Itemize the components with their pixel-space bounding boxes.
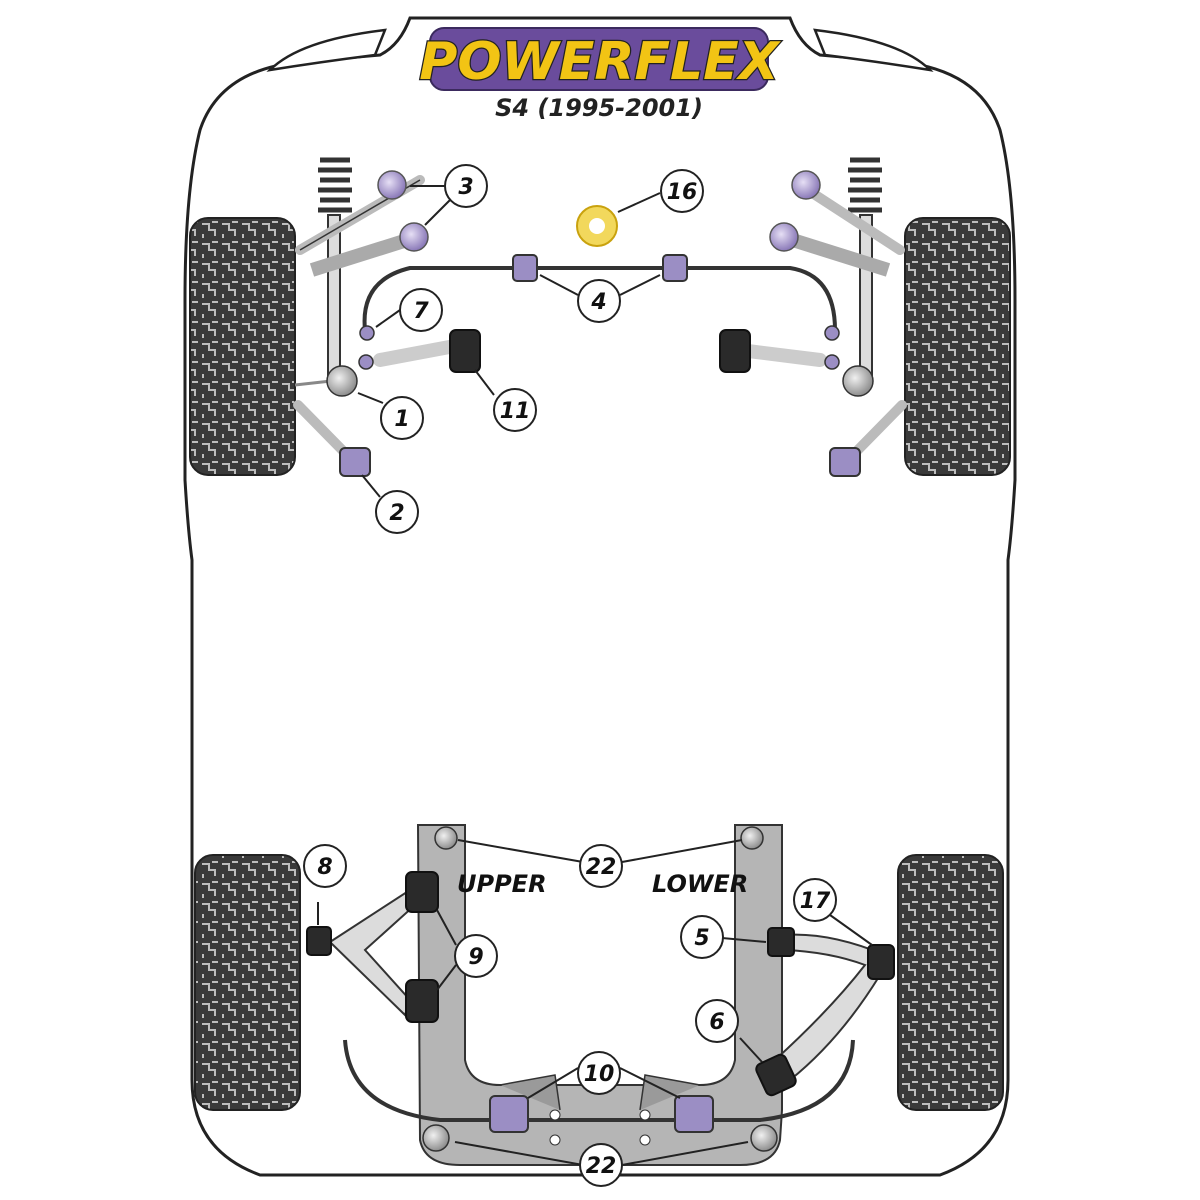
callout-16: 16 (660, 169, 704, 213)
bush-11-left (449, 329, 481, 373)
bush-7-bottom (358, 354, 374, 370)
callout-6: 6 (695, 999, 739, 1043)
callout-11: 11 (493, 388, 537, 432)
brand-name: POWERFLEX (419, 32, 781, 92)
callout-7: 7 (399, 288, 443, 332)
bush-1-right (842, 365, 874, 397)
callout-10-text: 10 (584, 1062, 615, 1087)
right-mirror (813, 28, 934, 72)
bush-1-left (326, 365, 358, 397)
bush-upper-right (791, 170, 821, 200)
powerflex-logo: POWERFLEX (418, 27, 783, 93)
bush-16-gear (576, 205, 618, 247)
callout-6-text: 6 (709, 1010, 724, 1035)
callout-11-text: 11 (500, 399, 531, 424)
callout-22-bottom-text: 22 (586, 1154, 617, 1179)
car-body-outline (183, 16, 1017, 1177)
callout-4-text: 4 (590, 290, 606, 315)
callout-5-text: 5 (694, 926, 709, 951)
bush-17 (867, 944, 895, 980)
bush-4-left (512, 254, 538, 282)
callout-9: 9 (454, 934, 498, 978)
callout-1: 1 (380, 396, 424, 440)
left-mirror (266, 28, 387, 72)
callout-22-bottom: 22 (579, 1143, 623, 1187)
upper-label: UPPER (457, 870, 547, 898)
bush-9-lower (405, 979, 439, 1023)
callout-8-text: 8 (317, 855, 332, 880)
front-right-tyre (904, 217, 1011, 476)
bush-3-upper-left (377, 170, 407, 200)
callout-3: 3 (444, 164, 488, 208)
bush-4-right (662, 254, 688, 282)
callout-7-text: 7 (413, 299, 429, 324)
callout-1-text: 1 (394, 407, 409, 432)
bush-10-right (674, 1095, 714, 1133)
bush-right-drop-bottom (824, 354, 840, 370)
callout-3-text: 3 (458, 175, 473, 200)
callout-17: 17 (793, 878, 837, 922)
rear-subframe (343, 824, 855, 1166)
callout-16-text: 16 (667, 180, 698, 205)
front-left-tyre (189, 217, 296, 476)
rear-left-tyre (194, 854, 301, 1111)
callout-17-text: 17 (800, 889, 831, 914)
lower-label: LOWER (652, 870, 748, 898)
bush-3-lower-left (399, 222, 429, 252)
bush-9-upper (405, 871, 439, 913)
bush-11-right (719, 329, 751, 373)
bush-5 (767, 927, 795, 957)
bush-2-right (829, 447, 861, 477)
callout-2-text: 2 (389, 501, 404, 526)
bush-7-top (359, 325, 375, 341)
callout-22-top: 22 (579, 844, 623, 888)
callout-4: 4 (577, 279, 621, 323)
bush-right-drop-top (824, 325, 840, 341)
bush-6 (755, 1053, 797, 1097)
rear-right-tyre (897, 854, 1004, 1111)
callout-22-top-text: 22 (586, 855, 617, 880)
bush-lower-right (769, 222, 799, 252)
callout-10: 10 (577, 1051, 621, 1095)
callout-5: 5 (680, 915, 724, 959)
callout-2: 2 (375, 490, 419, 534)
bush-2-left (339, 447, 371, 477)
leader-lines (317, 185, 873, 1166)
callout-8: 8 (303, 844, 347, 888)
bush-8 (306, 926, 332, 956)
bush-10-left (489, 1095, 529, 1133)
callout-9-text: 9 (468, 945, 483, 970)
model-title: S4 (1995-2001) (495, 94, 703, 122)
